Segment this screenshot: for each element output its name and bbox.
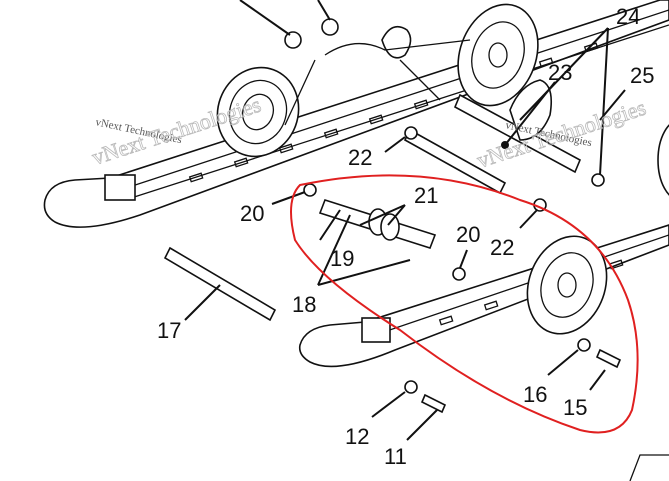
small-parts (284, 18, 622, 414)
callout-22b: 22 (490, 235, 514, 260)
wheels (216, 3, 669, 335)
lower-rail (298, 224, 669, 368)
callout-11: 11 (384, 444, 407, 469)
callout-20b: 20 (456, 222, 480, 247)
callout-21: 21 (414, 183, 438, 208)
callout-17: 17 (157, 318, 181, 343)
callout-20: 20 (240, 201, 264, 226)
callout-18: 18 (292, 292, 316, 317)
upper-rail (43, 0, 669, 228)
partial-part (629, 454, 669, 481)
red-highlight-circle (290, 174, 639, 434)
callout-22: 22 (348, 145, 372, 170)
callout-24: 24 (616, 4, 640, 29)
callout-12: 12 (345, 424, 369, 449)
callout-16: 16 (523, 382, 547, 407)
leader-lines (184, 0, 626, 441)
callout-15: 15 (563, 395, 587, 420)
callout-25: 25 (630, 63, 654, 88)
callout-labels: 24 23 25 22 20 21 19 20 22 18 17 16 15 1… (157, 4, 654, 469)
callout-19: 19 (330, 246, 354, 271)
callout-23: 23 (548, 60, 572, 85)
